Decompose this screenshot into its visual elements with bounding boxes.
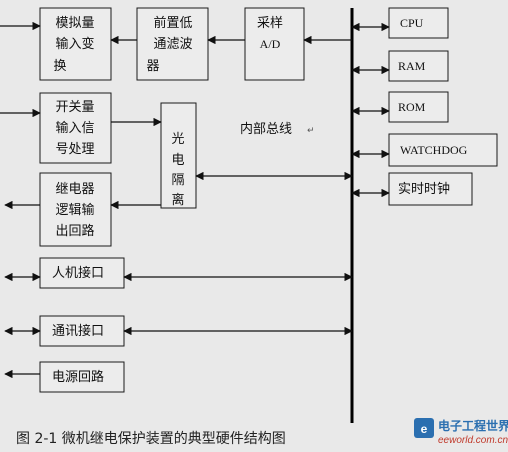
opto-isolation-char-2: 电 — [171, 153, 184, 168]
rtc-label: 实时时钟 — [398, 181, 450, 197]
opto-isolation-block — [160, 102, 197, 209]
figure-caption: 图 2-1 微机继电保护装置的典型硬件结构图 — [16, 431, 286, 447]
cpu-label: CPU — [400, 16, 424, 30]
relay-output-block — [39, 172, 112, 247]
watermark-emblem — [414, 418, 434, 438]
switch-input-line-3: 号处理 — [55, 142, 94, 157]
switch-input-line-2: 输入信 — [55, 120, 94, 136]
analog-input-line-3: 换 — [53, 59, 66, 74]
opto-isolation-char-1: 光 — [171, 132, 184, 147]
ram-label: RAM — [398, 59, 426, 73]
comm-interface-label: 通讯接口 — [52, 323, 104, 339]
watermark-name: 电子工程世界 — [438, 418, 508, 433]
hmi-interface-label: 人机接口 — [52, 265, 104, 281]
relay-output-line-2: 逻辑输 — [55, 202, 94, 218]
lowpass-filter-line-1: 前置低 — [153, 15, 192, 31]
opto-isolation-char-4: 离 — [171, 192, 184, 208]
relay-output-line-3: 出回路 — [55, 223, 94, 239]
sample-ad-line-1: 采样 — [257, 16, 283, 31]
bus-label: 内部总线 — [240, 121, 292, 137]
relay-output-line-1: 继电器 — [55, 182, 94, 197]
lowpass-filter-line-3: 器 — [146, 59, 159, 74]
ram-block — [388, 50, 449, 82]
power-circuit-label: 电源回路 — [52, 369, 104, 385]
cpu-block — [388, 7, 449, 39]
power-circuit-block — [39, 361, 125, 393]
switch-input-block — [39, 92, 112, 164]
watermark-logo: e 电子工程世界 eeworld.com.cn — [414, 418, 508, 446]
sample-ad-block — [244, 7, 305, 81]
watermark-url: eeworld.com.cn — [438, 435, 508, 446]
hmi-interface-block — [39, 257, 125, 289]
watchdog-block — [388, 133, 498, 167]
lowpass-filter-block — [136, 7, 209, 81]
analog-input-line-2: 输入变 — [55, 36, 94, 52]
rom-block — [388, 91, 449, 123]
rom-label: ROM — [398, 100, 426, 114]
watermark-emblem-glyph: e — [421, 422, 428, 436]
sample-ad-line-2: A/D — [260, 37, 281, 51]
opto-isolation-char-3: 隔 — [171, 173, 184, 188]
watchdog-label: WATCHDOG — [400, 143, 468, 157]
rtc-block — [388, 172, 473, 206]
switch-input-line-1: 开关量 — [55, 100, 94, 115]
analog-input-line-1: 模拟量 — [55, 16, 94, 31]
lowpass-filter-line-2: 通滤波 — [153, 37, 192, 52]
bus-label-return-mark: ↵ — [307, 126, 315, 136]
